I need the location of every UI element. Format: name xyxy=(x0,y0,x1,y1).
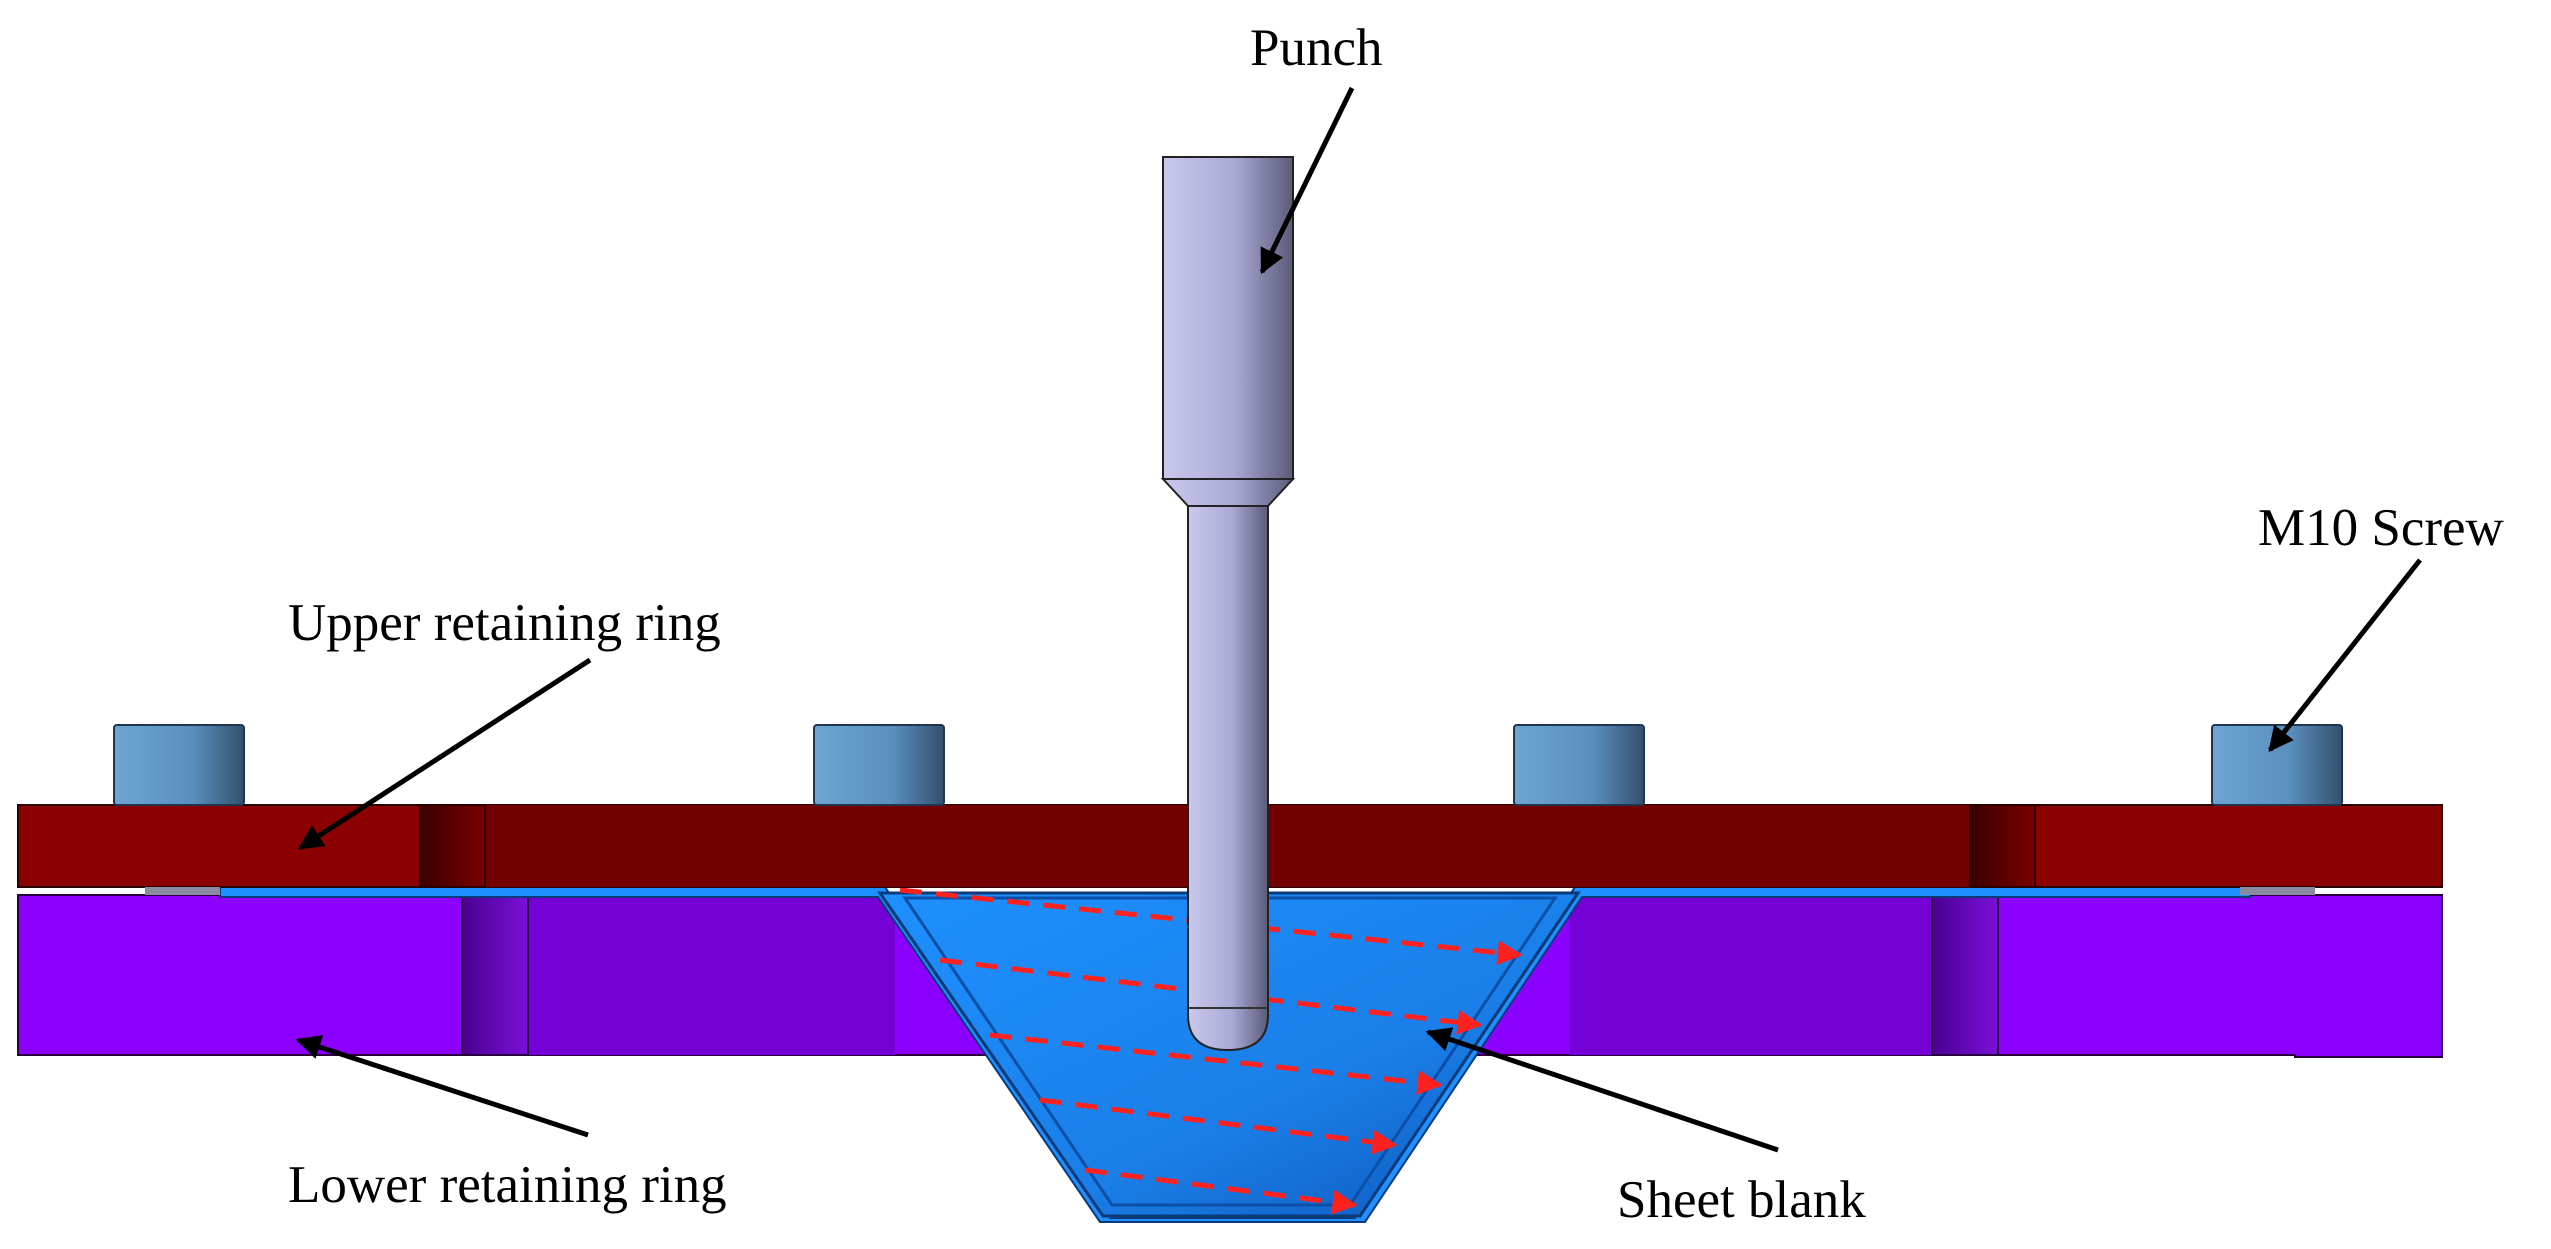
screw-icon xyxy=(1513,724,1645,806)
punch-label: Punch xyxy=(1250,19,1383,77)
lower-ring-label: Lower retaining ring xyxy=(288,1156,727,1214)
lower-retaining-ring xyxy=(17,894,2443,1211)
punch-leader xyxy=(1259,86,1355,275)
screw-label: M10 Screw xyxy=(2258,499,2505,557)
sheet-blank-label: Sheet blank xyxy=(1617,1171,1866,1229)
toolpath-arrow xyxy=(899,887,1523,966)
screw-icon xyxy=(813,724,945,806)
screw-icon xyxy=(113,724,245,806)
punch xyxy=(1160,156,1296,1052)
upper-ring-label: Upper retaining ring xyxy=(288,594,721,652)
sheet-blank-leader xyxy=(1425,1027,1779,1153)
toolpath-arrow xyxy=(989,1032,1443,1095)
screw-leader xyxy=(2268,558,2422,752)
toolpath-arrow xyxy=(1039,1097,1398,1155)
upper-ring-leader xyxy=(297,657,592,851)
toolpath-arrow xyxy=(1084,1167,1358,1215)
screw-icon xyxy=(2211,724,2343,806)
screws xyxy=(113,724,2343,806)
lower-ring-leader xyxy=(295,1035,589,1138)
leader-arrows xyxy=(295,86,2422,1153)
